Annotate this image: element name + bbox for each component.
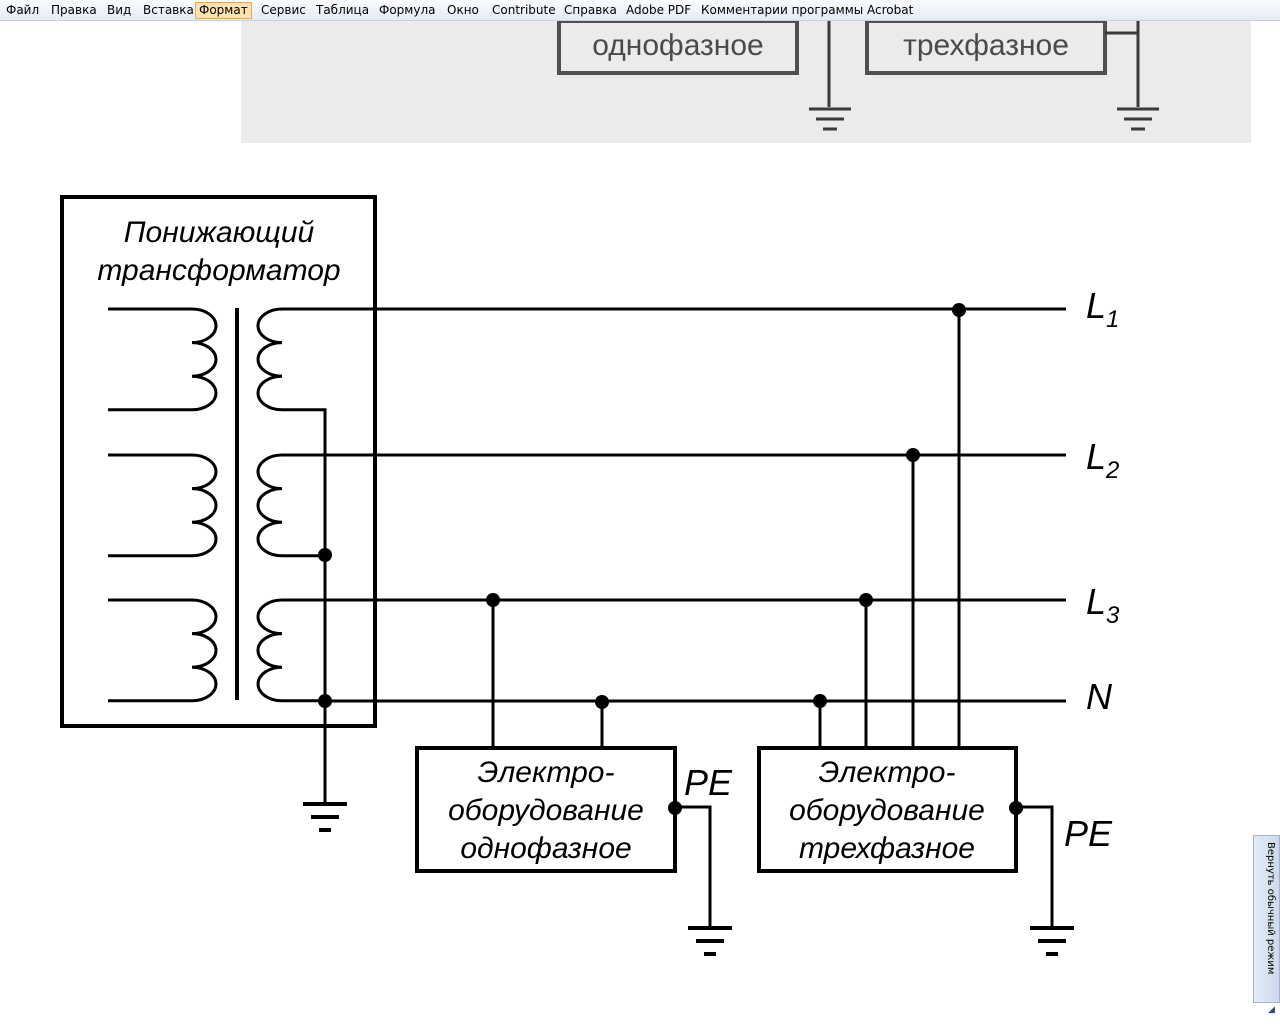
- label-n: N: [1086, 676, 1113, 717]
- menu-item[interactable]: Contribute: [492, 3, 556, 17]
- single-phase-box-line1: Электро-: [478, 756, 615, 789]
- menu-item[interactable]: Формат: [195, 2, 252, 19]
- menu-item[interactable]: Сервис: [261, 3, 306, 17]
- transformer-title-line1: Понижающий: [124, 216, 315, 249]
- primary-winding-1: [108, 307, 218, 412]
- menu-item[interactable]: Правка: [51, 3, 97, 17]
- resize-grip-icon[interactable]: ◢: [1268, 1004, 1275, 1014]
- scan-left-label: однофазное: [592, 29, 764, 62]
- menu-item[interactable]: Справка: [564, 3, 617, 17]
- menu-item[interactable]: Комментарии программы Acrobat: [701, 3, 914, 17]
- transformer-title-line2: трансформатор: [97, 254, 340, 287]
- menu-item[interactable]: Формула: [379, 3, 436, 17]
- primary-winding-3: [108, 598, 218, 703]
- junction-dot: [595, 695, 609, 709]
- junction-dot: [906, 448, 920, 462]
- secondary-winding-1: [256, 307, 1066, 555]
- label-pe-left: PE: [684, 762, 733, 803]
- single-phase-box-line3: однофазное: [460, 832, 631, 865]
- scanned-image-fragment: однофазное трехфазное: [241, 21, 1251, 143]
- three-phase-box-line3: трехфазное: [799, 832, 975, 865]
- menu-item[interactable]: Adobe PDF: [626, 3, 692, 17]
- three-phase-box-line2: оборудование: [789, 794, 985, 827]
- restore-normal-view-label[interactable]: Вернуть обычный режим: [1265, 842, 1276, 975]
- pe-conductor-left: [675, 805, 712, 928]
- label-l2: L2: [1086, 436, 1119, 484]
- ground-symbol-three-phase: [1030, 926, 1074, 956]
- menu-item[interactable]: Файл: [6, 3, 40, 17]
- pe-terminal-dot: [1009, 801, 1023, 815]
- three-phase-box-line1: Электро-: [819, 756, 956, 789]
- junction-dot: [859, 593, 873, 607]
- label-l3: L3: [1086, 581, 1120, 629]
- single-phase-box-line2: оборудование: [448, 794, 644, 827]
- junction-dot: [486, 593, 500, 607]
- label-pe-right: PE: [1064, 813, 1113, 854]
- menu-item[interactable]: Таблица: [316, 3, 370, 17]
- junction-dot: [318, 694, 332, 708]
- label-l1: L1: [1086, 285, 1119, 333]
- junction-dot: [952, 303, 966, 317]
- ground-symbol-transformer: [303, 802, 347, 832]
- junction-dot: [318, 548, 332, 562]
- pe-conductor-right: [1016, 805, 1054, 928]
- junction-dot: [813, 694, 827, 708]
- document-area: [0, 21, 1253, 1024]
- tn-c-s-wiring-diagram: Понижающий трансформатор Электро- оборуд…: [60, 195, 1120, 956]
- ground-symbol-single-phase: [688, 926, 732, 956]
- restore-normal-view-panel[interactable]: [1253, 835, 1280, 1003]
- secondary-winding-2: [256, 453, 1066, 558]
- transformer-frame: [60, 195, 377, 728]
- menu-item[interactable]: Вид: [107, 3, 132, 17]
- menu-item[interactable]: Вставка: [143, 3, 194, 17]
- scan-right-label: трехфазное: [903, 29, 1069, 62]
- pe-terminal-dot: [668, 801, 682, 815]
- primary-winding-2: [108, 453, 218, 558]
- secondary-winding-3: [256, 598, 1066, 703]
- menu-item[interactable]: Окно: [447, 3, 479, 17]
